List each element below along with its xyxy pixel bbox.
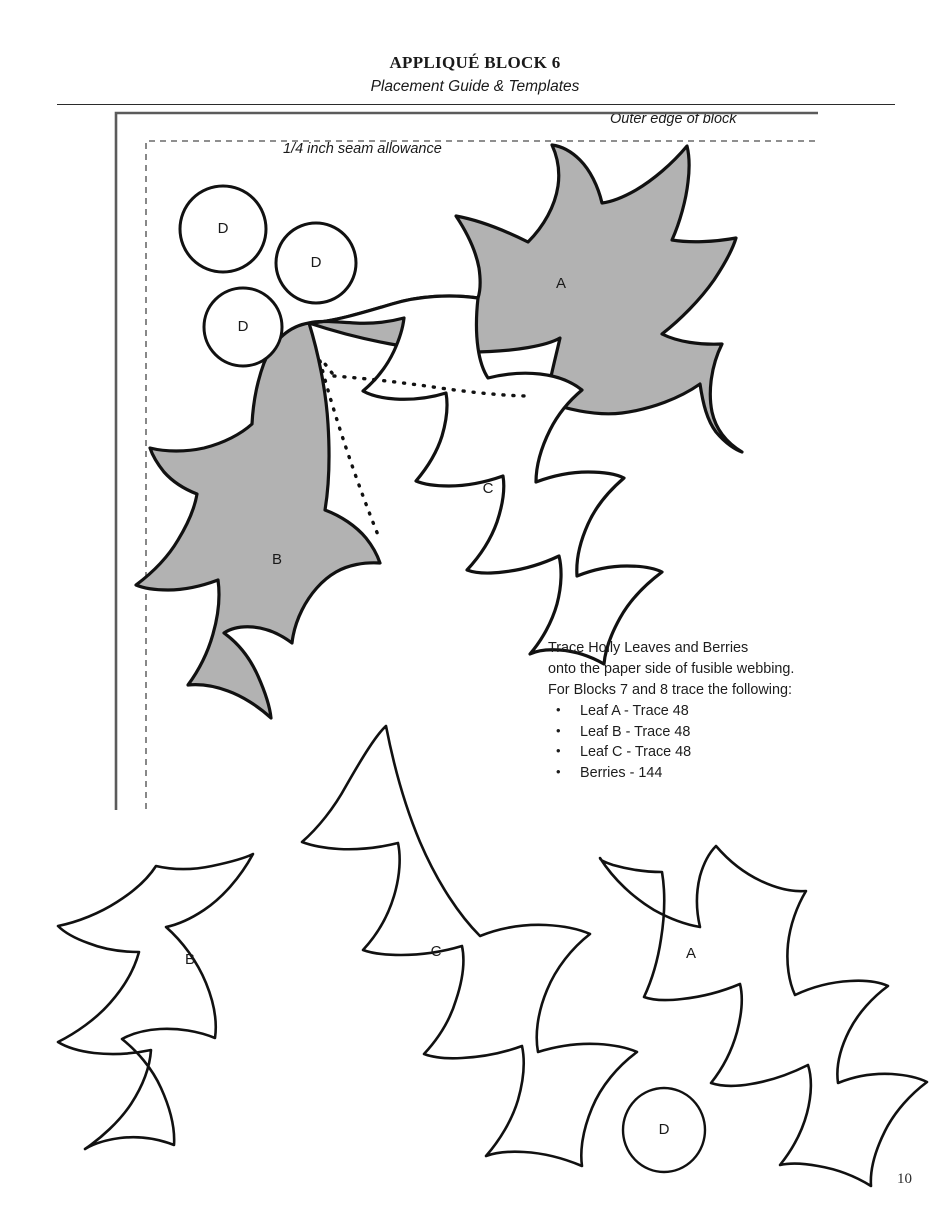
template-berry-d-label: D [659,1121,670,1138]
annotation-outer-edge: Outer edge of block [610,111,737,127]
list-item: Berries - 144 [548,763,878,784]
instruction-list: Leaf A - Trace 48 Leaf B - Trace 48 Leaf… [548,701,878,785]
template-berry-d-shape [621,1086,707,1174]
instruction-line-2: onto the paper side of fusible webbing. [548,660,795,677]
placement-leaf-a-shape [307,143,744,454]
template-leaf-b-label: B [185,951,195,968]
template-leaf-b-shape [56,852,255,1151]
hidden-edge-line-left [318,359,380,537]
placement-leaf-a-label: A [556,275,566,292]
template-leaf-c-shape [300,724,639,1168]
page-title: APPLIQUÉ BLOCK 6 [389,53,561,72]
instruction-line-3: For Blocks 7 and 8 trace the following: [548,681,792,698]
placement-berry-1-label: D [218,220,229,237]
instruction-line-1: Trace Holly Leaves and Berries [548,640,749,656]
placement-leaf-c-label: C [483,480,494,497]
annotation-seam-allowance: 1/4 inch seam allowance [283,141,442,157]
page-subtitle: Placement Guide & Templates [370,78,580,96]
block-outer-edge-line [114,111,818,810]
page-number: 10 [897,1171,912,1187]
list-item: Leaf B - Trace 48 [548,722,878,743]
placement-leaf-b-shape [134,321,382,720]
placement-leaf-b-label: B [272,551,282,568]
list-item: Leaf C - Trace 48 [548,742,878,763]
template-leaf-a-label: A [686,945,696,962]
placement-berry-3-shape [202,286,284,368]
template-leaf-c-label: C [431,943,442,960]
list-item: Leaf A - Trace 48 [548,701,878,722]
document-header: APPLIQUÉ BLOCK 6 Placement Guide & Templ… [0,52,950,97]
template-leaf-a-shape [598,844,929,1188]
placement-berry-3-label: D [238,318,249,335]
instruction-block: Trace Holly Leaves and Berries onto the … [548,638,878,784]
placement-berry-2-label: D [311,254,322,271]
placement-berry-2-shape [274,221,358,305]
header-divider [57,104,895,105]
placement-leaf-c-shape [307,294,664,666]
placement-berry-1-shape [178,184,268,274]
